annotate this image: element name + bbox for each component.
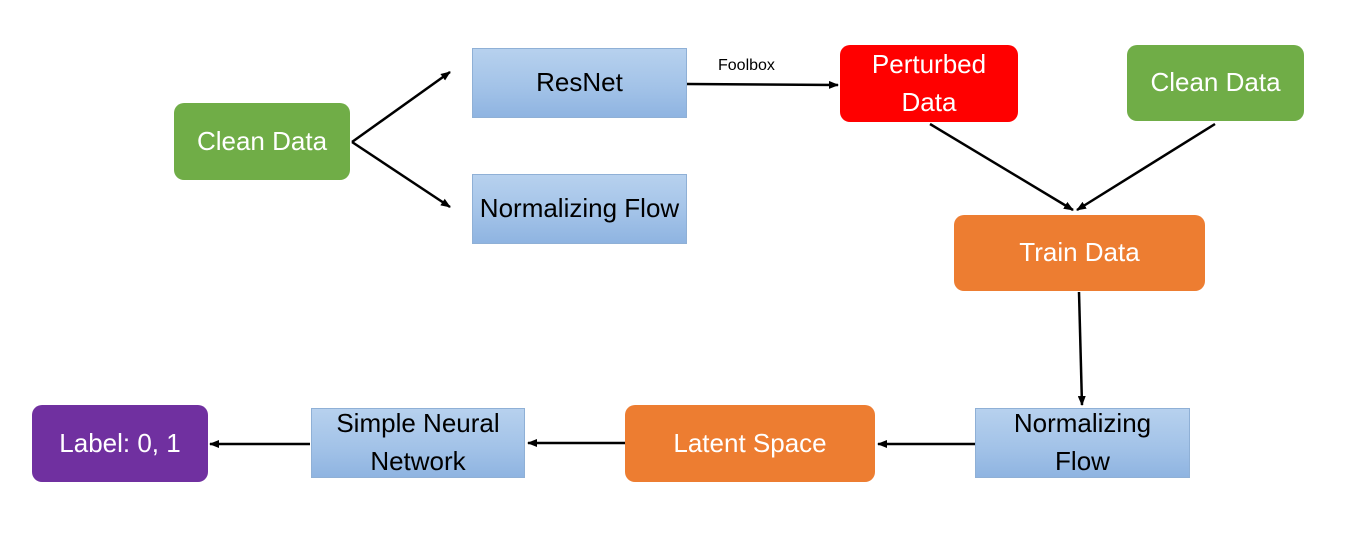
normalizing-flow-bottom-node: Normalizing Flow	[975, 408, 1190, 478]
perturbed-data-node: Perturbed Data	[840, 45, 1018, 122]
arrow-clean-to-train	[1076, 122, 1216, 212]
clean-data-input-node: Clean Data	[174, 103, 350, 180]
train-data-node: Train Data	[954, 215, 1205, 291]
simple-neural-network-node: Simple Neural Network	[311, 408, 525, 478]
foolbox-label: Foolbox	[718, 57, 775, 74]
arrow-clean-to-flow	[351, 140, 451, 209]
arrow-clean-to-resnet	[351, 70, 451, 144]
arrow-resnet-to-perturbed	[686, 80, 839, 89]
arrow-perturbed-to-train	[929, 122, 1074, 212]
latent-space-node: Latent Space	[625, 405, 875, 482]
clean-data-right-node: Clean Data	[1127, 45, 1304, 121]
arrow-train-to-flow	[1077, 291, 1086, 406]
resnet-node: ResNet	[472, 48, 687, 118]
label-output-node: Label: 0, 1	[32, 405, 208, 482]
normalizing-flow-top-node: Normalizing Flow	[472, 174, 687, 244]
